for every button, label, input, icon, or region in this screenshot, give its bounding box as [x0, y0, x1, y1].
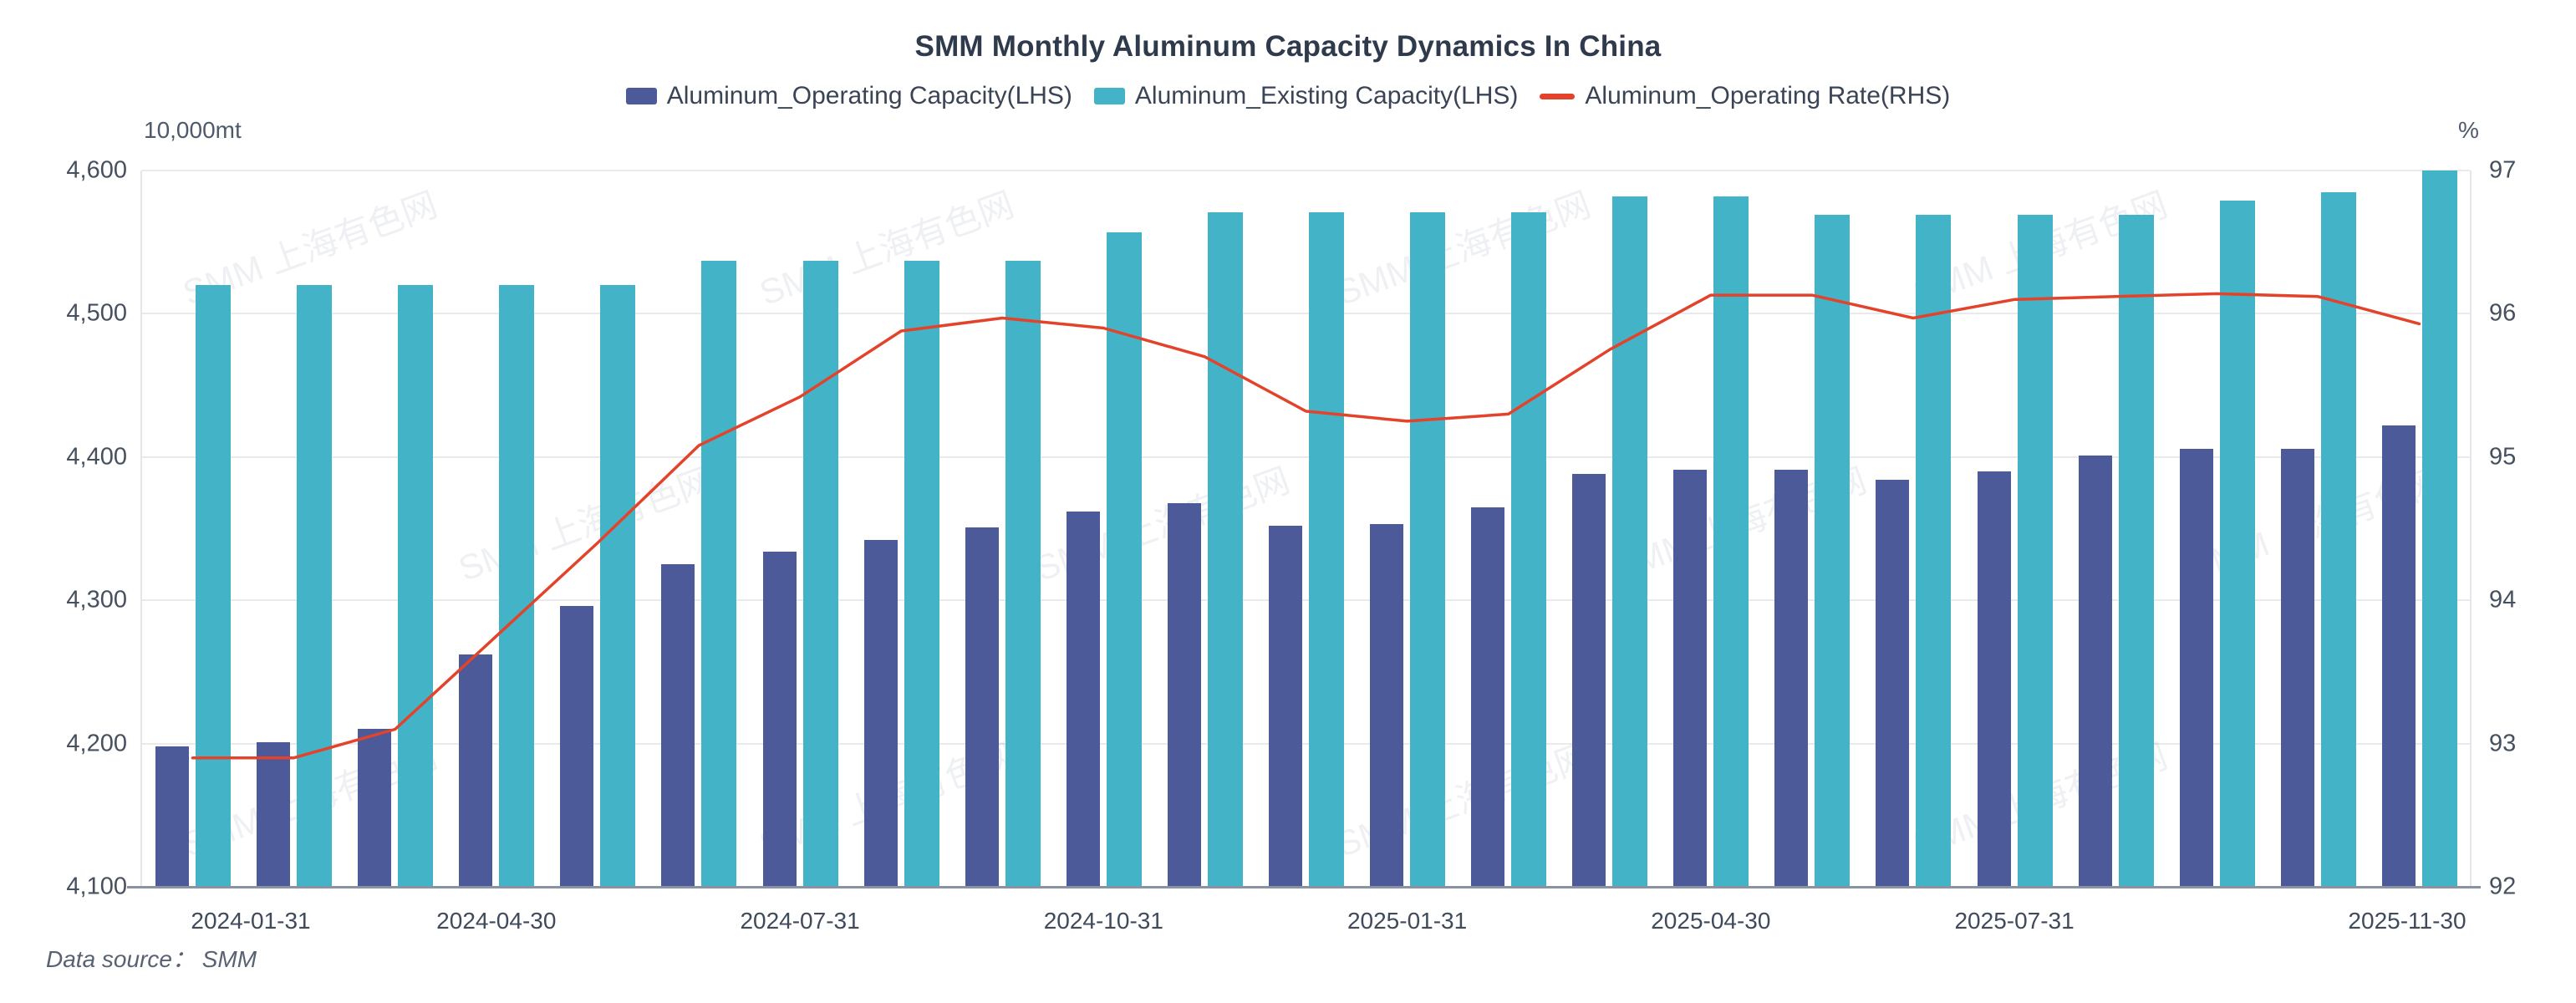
right-axis-tick: 93	[2489, 730, 2517, 757]
legend: Aluminum_Operating Capacity(LHS) Aluminu…	[0, 82, 2576, 110]
left-axis-tick: 4,400	[66, 443, 127, 471]
bar-operating-capacity	[1673, 470, 1708, 887]
left-axis-tick: 4,300	[66, 586, 127, 614]
bar-existing-capacity	[2421, 171, 2457, 887]
bar-existing-capacity	[1106, 232, 1142, 887]
bar-operating-capacity	[560, 606, 594, 887]
bar-operating-capacity	[1370, 524, 1404, 887]
x-axis-label: 2025-11-30	[2348, 908, 2467, 934]
bar-existing-capacity	[1916, 215, 1952, 887]
legend-item-existing-capacity[interactable]: Aluminum_Existing Capacity(LHS)	[1093, 82, 1519, 110]
gridline	[142, 742, 2470, 745]
bar-existing-capacity	[1815, 215, 1851, 887]
right-axis-tick: 92	[2489, 873, 2517, 900]
bar-operating-capacity	[459, 654, 493, 887]
x-axis-line	[127, 886, 2481, 888]
bar-existing-capacity	[1612, 196, 1648, 887]
x-axis-label: 2024-04-30	[436, 908, 557, 934]
bar-existing-capacity	[2320, 191, 2356, 887]
x-axis-label: 2024-01-31	[191, 908, 311, 934]
page-title: SMM Monthly Aluminum Capacity Dynamics I…	[914, 30, 1662, 63]
bar-operating-capacity	[863, 540, 898, 887]
bar-operating-capacity	[1167, 502, 1201, 887]
legend-label: Aluminum_Operating Capacity(LHS)	[666, 82, 1072, 109]
bar-existing-capacity	[2017, 215, 2053, 887]
bar-existing-capacity	[196, 285, 231, 887]
operating-rate-line	[191, 292, 2421, 760]
bar-operating-capacity	[155, 746, 189, 887]
bar-operating-capacity	[1774, 470, 1809, 887]
rate-polyline	[191, 292, 2421, 760]
x-axis-label: 2024-07-31	[740, 908, 860, 934]
bar-existing-capacity	[1713, 196, 1749, 887]
left-axis-tick: 4,100	[66, 873, 127, 900]
bar-operating-capacity	[1876, 480, 1910, 887]
legend-label: Aluminum_Operating Rate(RHS)	[1585, 82, 1951, 109]
bar-existing-capacity	[701, 260, 737, 887]
bar-existing-capacity	[1308, 211, 1344, 887]
right-axis-tick: 96	[2489, 299, 2517, 327]
bar-existing-capacity	[802, 260, 838, 887]
bar-operating-capacity	[358, 729, 392, 887]
bar-existing-capacity	[1410, 211, 1446, 887]
bar-operating-capacity	[2078, 456, 2112, 887]
right-axis-tick: 95	[2489, 443, 2517, 471]
bar-existing-capacity	[1207, 211, 1243, 887]
operating-rate-line-swatch-icon	[1540, 93, 1576, 99]
bar-existing-capacity	[398, 285, 434, 887]
x-axis-label: 2025-07-31	[1954, 908, 2075, 934]
bar-existing-capacity	[600, 285, 636, 887]
bar-operating-capacity	[2381, 425, 2416, 887]
x-axis-label: 2024-10-31	[1043, 908, 1163, 934]
left-axis-unit: 10,000mt	[144, 117, 242, 143]
bar-operating-capacity	[661, 564, 695, 887]
bar-operating-capacity	[2179, 448, 2213, 887]
bar-operating-capacity	[1066, 511, 1100, 887]
bar-operating-capacity	[257, 741, 291, 887]
bar-operating-capacity	[1572, 474, 1606, 887]
left-axis-tick: 4,200	[66, 730, 127, 757]
bar-existing-capacity	[297, 285, 333, 887]
gridline	[142, 599, 2470, 602]
x-axis-label: 2025-01-31	[1347, 908, 1468, 934]
data-source-note: Data source： SMM	[46, 946, 257, 972]
right-axis-tick: 97	[2489, 156, 2517, 184]
left-axis-tick: 4,600	[66, 156, 127, 184]
bar-existing-capacity	[904, 260, 939, 887]
gridline	[142, 456, 2470, 458]
operating-capacity-swatch-icon	[625, 88, 657, 104]
left-axis-line	[140, 171, 142, 887]
bar-existing-capacity	[499, 285, 535, 887]
legend-item-operating-rate[interactable]: Aluminum_Operating Rate(RHS)	[1540, 82, 1950, 110]
bar-operating-capacity	[762, 551, 797, 887]
bar-operating-capacity	[1977, 471, 2011, 887]
bar-existing-capacity	[1005, 260, 1041, 887]
bar-operating-capacity	[2280, 448, 2314, 887]
bar-existing-capacity	[2219, 201, 2255, 887]
legend-item-operating-capacity[interactable]: Aluminum_Operating Capacity(LHS)	[625, 82, 1072, 110]
right-axis-unit: %	[2458, 117, 2479, 143]
gridline	[142, 170, 2470, 171]
right-axis-tick: 94	[2489, 586, 2517, 614]
bar-existing-capacity	[2118, 215, 2154, 887]
left-axis-tick: 4,500	[66, 299, 127, 327]
bar-operating-capacity	[965, 527, 999, 887]
existing-capacity-swatch-icon	[1093, 88, 1125, 104]
gridline	[142, 313, 2470, 315]
legend-label: Aluminum_Existing Capacity(LHS)	[1134, 82, 1519, 109]
right-axis-line	[2470, 171, 2472, 887]
bar-operating-capacity	[1471, 507, 1505, 887]
x-axis-label: 2025-04-30	[1651, 908, 1771, 934]
bar-operating-capacity	[1268, 526, 1302, 887]
bar-existing-capacity	[1511, 211, 1547, 887]
